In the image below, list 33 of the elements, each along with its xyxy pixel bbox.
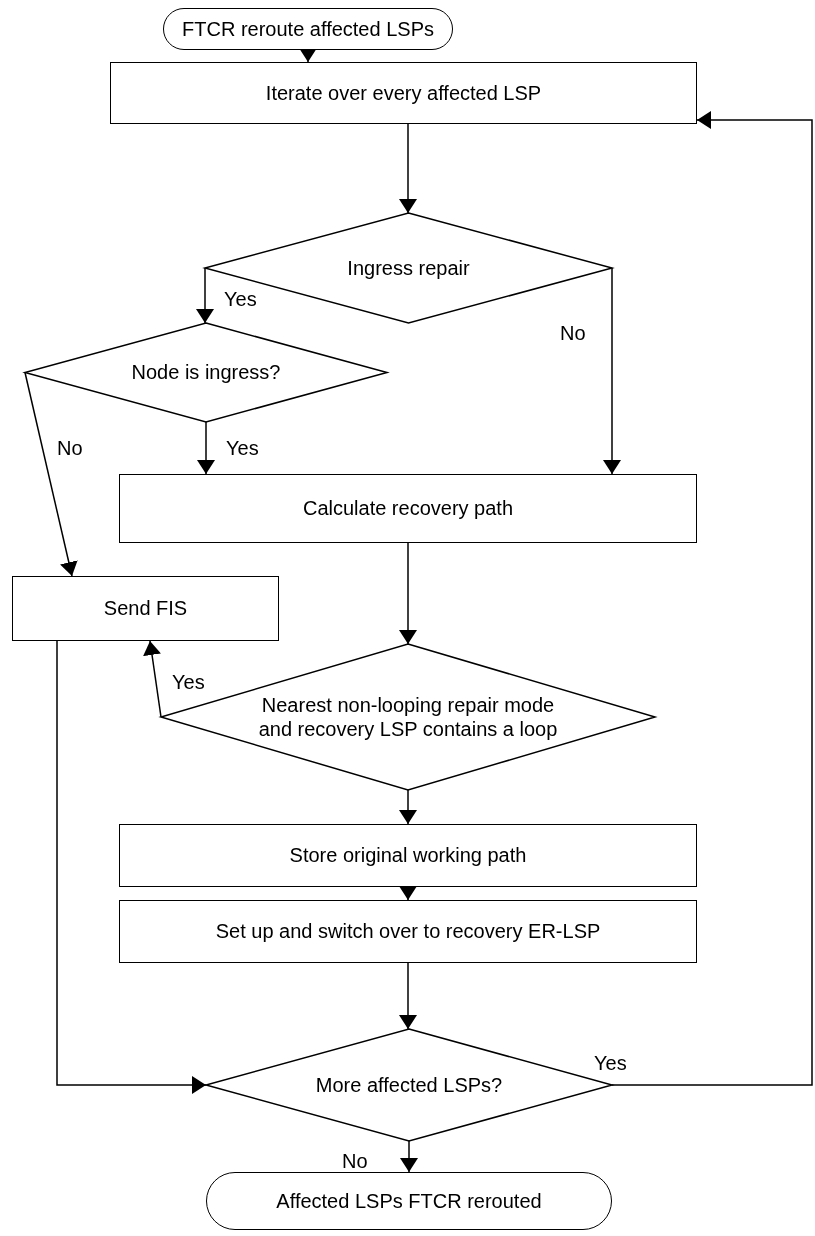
arrow (399, 962, 417, 1030)
process-box (119, 474, 697, 543)
process-box (119, 900, 697, 963)
arrow (399, 886, 417, 901)
node-label: FTCR reroute affected LSPs (181, 16, 435, 42)
node-label: Nearest non-looping repair mode and recovery LSP contains a loop (257, 692, 559, 742)
arrow (611, 111, 813, 1086)
process-box (110, 62, 697, 124)
arrow (400, 1140, 418, 1173)
node-label: Node is ingress? (130, 360, 282, 385)
arrow (399, 123, 417, 214)
arrow (197, 421, 215, 475)
decision-diamond (205, 213, 612, 323)
node-label: Affected LSPs FTCR rerouted (275, 1188, 543, 1214)
node-label: Iterate over every affected LSP (264, 80, 543, 106)
decision-diamond (25, 323, 387, 422)
process-box (12, 576, 279, 641)
node-label: More affected LSPs? (314, 1072, 504, 1098)
process-box (119, 824, 697, 887)
arrow (399, 789, 417, 825)
arrow (24, 371, 78, 577)
arrow (56, 640, 207, 1094)
node-label: Store original working path (288, 843, 528, 868)
node-label: Send FIS (102, 596, 189, 621)
arrow (143, 640, 162, 718)
arrow (299, 48, 317, 63)
arrow (196, 267, 214, 324)
arrow (399, 542, 417, 645)
node-label: Set up and switch over to recovery ER-LSP (214, 919, 602, 944)
arrow (603, 267, 621, 475)
node-label: Ingress repair (346, 255, 471, 281)
decision-diamond (161, 644, 655, 790)
node-label: Calculate recovery path (301, 496, 515, 521)
